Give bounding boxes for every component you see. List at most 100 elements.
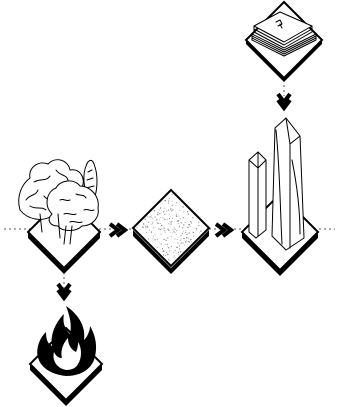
- material-stipple-dot: [169, 222, 170, 223]
- material-stipple-dot: [181, 242, 182, 243]
- material-stipple-dot: [176, 205, 177, 206]
- material-stipple-dot: [179, 210, 180, 211]
- material-stipple-dot: [182, 206, 183, 207]
- material-stipple-dot: [153, 236, 154, 237]
- material-stipple-dot: [194, 228, 195, 229]
- material-stipple-dot: [152, 238, 153, 239]
- material-stipple-dot: [174, 255, 175, 256]
- material-stipple-dot: [145, 226, 146, 227]
- material-stipple-dot: [162, 218, 163, 219]
- material-stipple-dot: [163, 250, 164, 251]
- material-stipple-dot: [175, 239, 176, 240]
- material-stipple-dot: [161, 225, 162, 226]
- material-stipple-dot: [179, 248, 180, 249]
- material-stipple-dot: [180, 235, 181, 236]
- fire-icon: [37, 306, 96, 376]
- material-stipple-dot: [168, 254, 169, 255]
- material-stipple-dot: [164, 228, 165, 229]
- material-stipple-dot: [188, 232, 189, 233]
- material-stipple-dot: [161, 243, 162, 244]
- material-stipple-dot: [178, 223, 179, 224]
- material-stipple-dot: [172, 205, 173, 206]
- material-stipple-dot: [155, 227, 156, 228]
- material-stipple-dot: [167, 219, 168, 220]
- material-stipple-dot: [157, 239, 158, 240]
- material-stipple-dot: [188, 238, 189, 239]
- material-stipple-dot: [165, 231, 166, 232]
- material-stipple-dot: [173, 209, 174, 210]
- material-stipple-dot: [186, 237, 187, 238]
- material-stipple-dot: [180, 218, 181, 219]
- material-stipple-dot: [189, 242, 190, 243]
- material-stipple-dot: [180, 239, 181, 240]
- material-stipple-dot: [169, 250, 170, 251]
- material-stipple-dot: [180, 251, 181, 252]
- material-stipple-dot: [137, 227, 138, 228]
- material-stipple-dot: [182, 227, 183, 228]
- material-stipple-dot: [149, 216, 150, 217]
- raw-material-tile: [133, 190, 209, 274]
- material-stipple-dot: [177, 220, 178, 221]
- material-stipple-dot: [163, 239, 164, 240]
- material-stipple-dot: [167, 246, 168, 247]
- material-stipple-dot: [160, 223, 161, 224]
- material-stipple-dot: [177, 242, 178, 243]
- material-stipple-dot: [173, 231, 174, 232]
- material-stipple-dot: [188, 224, 189, 225]
- material-stipple-dot: [183, 224, 184, 225]
- material-stipple-dot: [167, 244, 168, 245]
- material-stipple-dot: [168, 230, 169, 231]
- material-stipple-dot: [183, 217, 184, 218]
- material-stipple-dot: [159, 242, 160, 243]
- material-stipple-dot: [168, 259, 169, 260]
- material-stipple-dot: [170, 216, 171, 217]
- material-stipple-dot: [157, 214, 158, 215]
- material-stipple-dot: [180, 240, 181, 241]
- material-stipple-dot: [198, 221, 199, 222]
- material-stipple-dot: [172, 229, 173, 230]
- material-stipple-dot: [176, 202, 177, 203]
- material-stipple-dot: [198, 223, 199, 224]
- material-stipple-dot: [177, 221, 178, 222]
- material-stipple-dot: [165, 255, 166, 256]
- material-stipple-dot: [151, 224, 152, 225]
- material-stipple-dot: [167, 229, 168, 230]
- material-stipple-dot: [155, 234, 156, 235]
- material-stipple-dot: [168, 200, 169, 201]
- material-stipple-dot: [185, 230, 186, 231]
- material-stipple-dot: [181, 222, 182, 223]
- material-stipple-dot: [179, 226, 180, 227]
- material-stipple-dot: [152, 218, 153, 219]
- material-stipple-dot: [160, 207, 161, 208]
- material-stipple-dot: [167, 237, 168, 238]
- material-stipple-dot: [153, 227, 154, 228]
- material-stipple-dot: [174, 228, 175, 229]
- material-stipple-dot: [157, 212, 158, 213]
- material-stipple-dot: [187, 227, 188, 228]
- material-stipple-dot: [176, 216, 177, 217]
- material-stipple-dot: [183, 212, 184, 213]
- material-stipple-dot: [173, 260, 174, 261]
- material-stipple-dot: [176, 214, 177, 215]
- material-stipple-dot: [148, 238, 149, 239]
- material-stipple-dot: [159, 219, 160, 220]
- material-stipple-dot: [156, 219, 157, 220]
- material-stipple-dot: [177, 239, 178, 240]
- material-stipple-dot: [199, 225, 200, 226]
- material-stipple-dot: [170, 232, 171, 233]
- material-stipple-dot: [166, 211, 167, 212]
- material-stipple-dot: [191, 241, 192, 242]
- material-stipple-dot: [172, 201, 173, 202]
- material-stipple-dot: [165, 232, 166, 233]
- material-stipple-dot: [162, 249, 163, 250]
- material-stipple-dot: [190, 221, 191, 222]
- material-stipple-dot: [200, 231, 201, 232]
- material-stipple-dot: [169, 198, 170, 199]
- material-stipple-dot: [160, 208, 161, 209]
- material-stipple-dot: [170, 209, 171, 210]
- material-stipple-dot: [138, 225, 139, 226]
- material-stipple-dot: [172, 218, 173, 219]
- material-stipple-dot: [171, 223, 172, 224]
- material-stipple-dot: [187, 211, 188, 212]
- material-stipple-dot: [165, 244, 166, 245]
